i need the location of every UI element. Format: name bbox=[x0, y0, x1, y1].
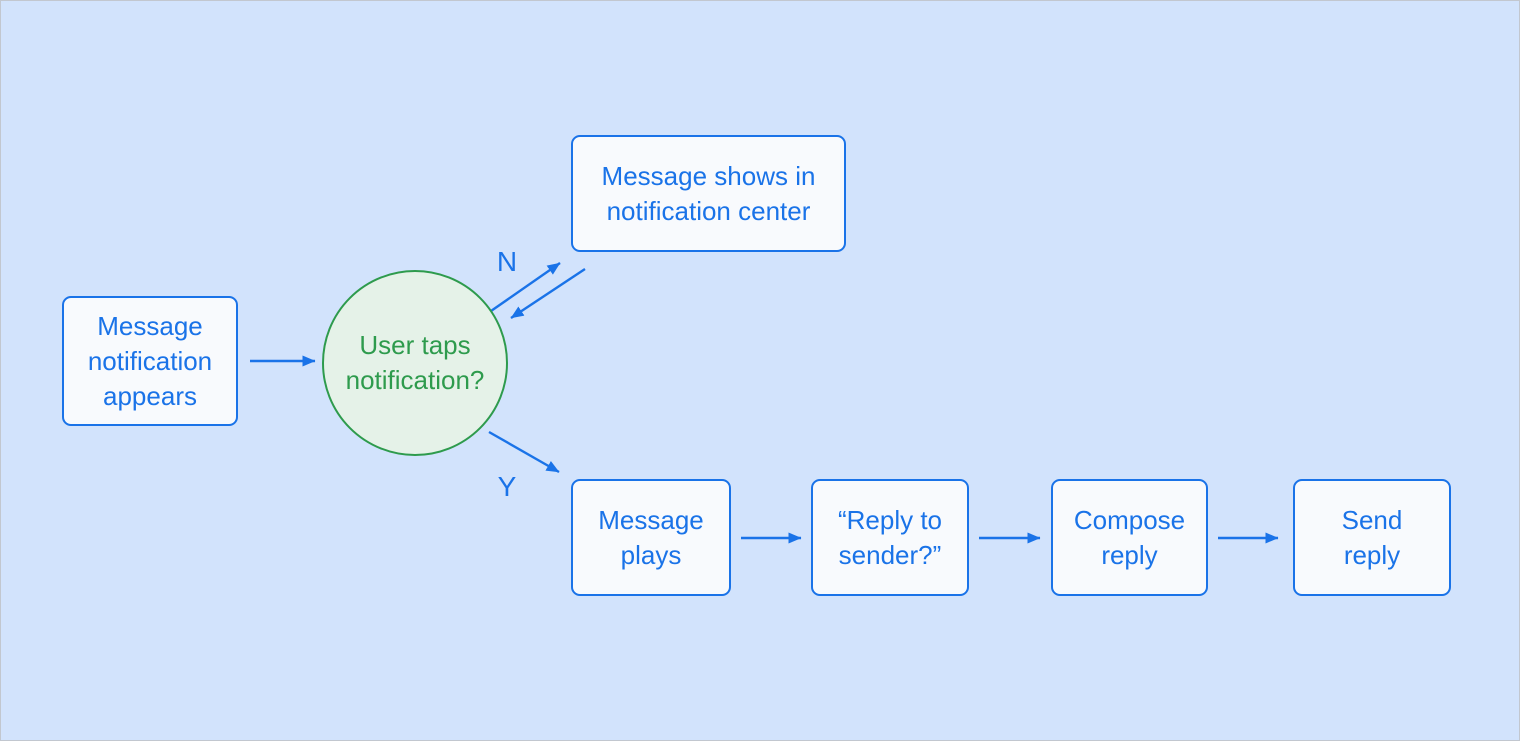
branch-label-yes: Y bbox=[497, 471, 517, 502]
node-decision-user-taps-notification: User taps notification? bbox=[322, 270, 508, 456]
node-send-reply: Send reply bbox=[1293, 479, 1451, 596]
node-message-plays: Message plays bbox=[571, 479, 731, 596]
arrow-decision-to-msg-plays bbox=[488, 430, 560, 474]
node-message-notification-appears: Message notification appears bbox=[62, 296, 238, 426]
node-message-shows-in-notification-center: Message shows in notification center bbox=[571, 135, 846, 252]
node-compose-reply: Compose reply bbox=[1051, 479, 1208, 596]
node-reply-to-sender: “Reply to sender?” bbox=[811, 479, 969, 596]
arrow-notif-center-to-decision bbox=[510, 267, 586, 320]
arrow-decision-to-notif-center bbox=[490, 262, 561, 312]
branch-label-no: N bbox=[496, 246, 518, 277]
